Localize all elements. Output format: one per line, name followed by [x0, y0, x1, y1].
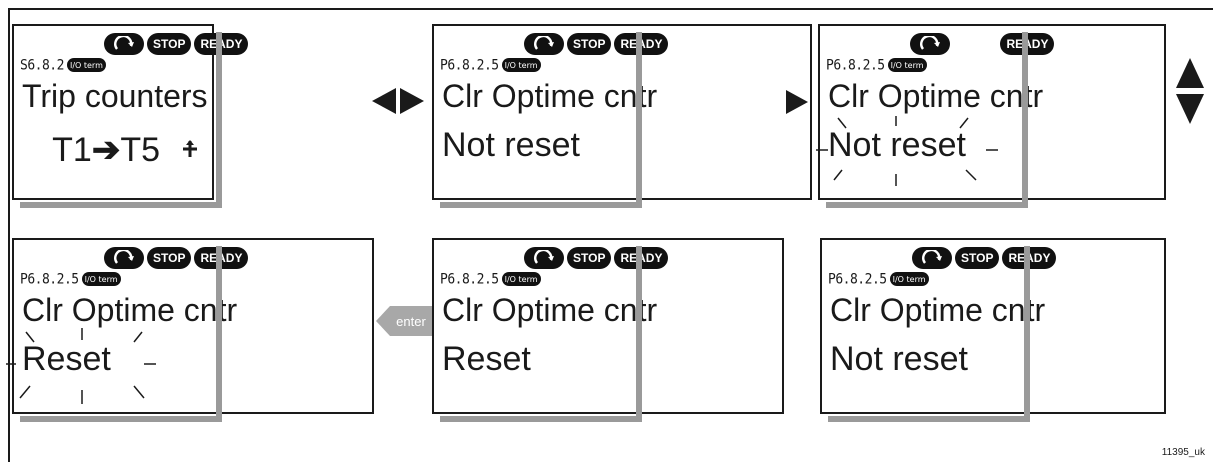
io-term-indicator: I/O term — [501, 58, 541, 72]
ready-indicator: READY — [194, 33, 249, 55]
stop-indicator: STOP — [147, 247, 192, 269]
lcd-screen-2: STOP READY P6.8.2.5 I/O term Clr Optime … — [432, 24, 812, 208]
parameter-code: P6.8.2.5 — [828, 270, 887, 288]
menu-code: S6.8.2 — [20, 56, 64, 74]
parameter-value: Reset — [442, 340, 531, 378]
ready-indicator: READY — [614, 247, 669, 269]
io-term-indicator: I/O term — [66, 58, 106, 72]
code-row: P6.8.2.5 I/O term — [440, 270, 541, 288]
lcd-screen-3: STOP READY P6.8.2.5 I/O term Clr Optime … — [816, 24, 1166, 208]
io-term-indicator: I/O term — [889, 272, 929, 286]
lcd-screen-5: STOP READY P6.8.2.5 I/O term Clr Optime … — [432, 238, 784, 422]
lcd-screen-6: STOP READY P6.8.2.5 I/O term Clr Optime … — [820, 238, 1166, 422]
parameter-name: Clr Optime cntr — [828, 78, 1044, 114]
right-arrow-icon — [786, 90, 808, 119]
rotation-arrow-icon — [524, 33, 564, 55]
parameter-name: Clr Optime cntr — [442, 292, 658, 328]
io-term-indicator: I/O term — [501, 272, 541, 286]
code-row: P6.8.2.5 I/O term — [440, 56, 541, 74]
status-row: STOP READY — [912, 246, 1059, 270]
enter-key-icon: enter — [376, 306, 436, 336]
ready-indicator: READY — [1000, 33, 1055, 55]
trip-range-from: T1 — [52, 131, 92, 169]
status-row: STOP READY — [104, 32, 251, 56]
trip-range-to: T5 — [120, 131, 160, 169]
rotation-arrow-icon — [910, 33, 950, 55]
code-row: P6.8.2.5 I/O term — [20, 270, 121, 288]
diagram-frame — [8, 8, 1213, 462]
trip-range-arrow: ➔ — [91, 131, 121, 169]
blink-rays — [6, 328, 156, 404]
parameter-code: P6.8.2.5 — [440, 270, 499, 288]
left-right-arrows-icon — [372, 88, 424, 119]
lcd-screen-4: STOP READY P6.8.2.5 I/O term Clr Optime … — [6, 238, 374, 422]
parameter-code: P6.8.2.5 — [20, 270, 79, 288]
stop-indicator: STOP — [955, 247, 1000, 269]
parameter-code: P6.8.2.5 — [440, 56, 499, 74]
stop-indicator: STOP — [567, 247, 612, 269]
blink-rays — [816, 116, 998, 186]
parameter-name: Clr Optime cntr — [22, 292, 238, 328]
ready-indicator: READY — [194, 247, 249, 269]
plus-icon — [182, 138, 198, 164]
parameter-code: P6.8.2.5 — [826, 56, 885, 74]
trip-range: T1➔T5 — [52, 130, 160, 170]
rotation-arrow-icon — [524, 247, 564, 269]
parameter-name: Clr Optime cntr — [830, 292, 1046, 328]
parameter-value: Not reset — [442, 126, 580, 164]
up-down-arrows-icon — [1176, 58, 1204, 129]
io-term-indicator: I/O term — [887, 58, 927, 72]
ready-indicator: READY — [614, 33, 669, 55]
parameter-value: Not reset — [830, 340, 968, 378]
parameter-name: Clr Optime cntr — [442, 78, 658, 114]
status-row: STOP READY — [524, 246, 671, 270]
rotation-arrow-icon — [104, 247, 144, 269]
ready-indicator: READY — [1002, 247, 1057, 269]
menu-title: Trip counters — [22, 78, 208, 114]
stop-indicator: STOP — [147, 33, 192, 55]
io-term-indicator: I/O term — [81, 272, 121, 286]
lcd-screen-1: STOP READY S6.8.2 I/O term Trip counters… — [12, 24, 249, 208]
status-row: STOP READY — [524, 32, 671, 56]
status-row: STOP READY — [910, 32, 1057, 56]
parameter-value-blinking: Not reset — [828, 126, 966, 164]
rotation-arrow-icon — [912, 247, 952, 269]
code-row: P6.8.2.5 I/O term — [826, 56, 927, 74]
status-row: STOP READY — [104, 246, 251, 270]
code-row: P6.8.2.5 I/O term — [828, 270, 929, 288]
figure-code: 11395_uk — [1161, 447, 1205, 458]
parameter-value-blinking: Reset — [22, 340, 111, 378]
enter-key-label: enter — [396, 314, 426, 329]
code-row: S6.8.2 I/O term — [20, 56, 106, 74]
rotation-arrow-icon — [104, 33, 144, 55]
stop-indicator: STOP — [567, 33, 612, 55]
